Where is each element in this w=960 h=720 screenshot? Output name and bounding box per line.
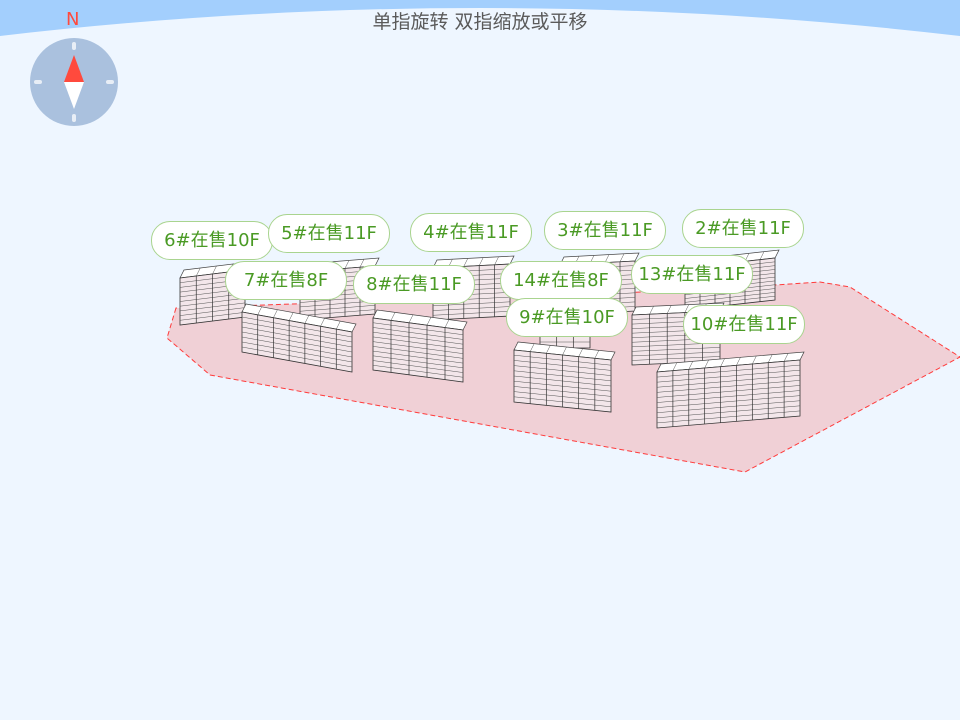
building-9[interactable]: [513, 341, 616, 413]
north-label: N: [66, 9, 80, 30]
sky-band: [0, 0, 960, 36]
building-10[interactable]: [656, 351, 805, 429]
building-label-3[interactable]: 3#在售11F: [544, 211, 666, 250]
building-label-6[interactable]: 6#在售10F: [151, 221, 273, 260]
building-label-7[interactable]: 7#在售8F: [225, 261, 347, 300]
compass-button[interactable]: [30, 38, 118, 126]
building-label-13[interactable]: 13#在售11F: [631, 255, 753, 294]
gesture-hint: 单指旋转 双指缩放或平移: [372, 11, 588, 33]
building-label-4[interactable]: 4#在售11F: [410, 213, 532, 252]
building-label-2[interactable]: 2#在售11F: [682, 209, 804, 248]
building-8[interactable]: [372, 309, 468, 383]
building-7[interactable]: [241, 303, 357, 373]
building-label-9[interactable]: 9#在售10F: [506, 298, 628, 337]
compass-needle-icon: [34, 42, 114, 122]
building-label-10[interactable]: 10#在售11F: [683, 305, 805, 344]
building-label-5[interactable]: 5#在售11F: [268, 214, 390, 253]
building-label-8[interactable]: 8#在售11F: [353, 265, 475, 304]
building-label-14[interactable]: 14#在售8F: [500, 261, 622, 300]
